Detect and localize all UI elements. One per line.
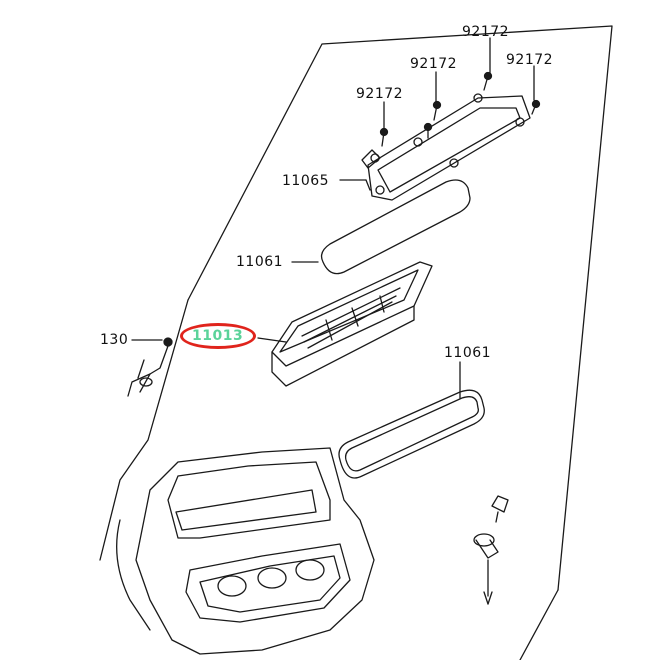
part-number-label: 92172 <box>356 86 404 102</box>
drain-plug <box>473 495 509 605</box>
air-filter-element <box>271 261 433 387</box>
assembly-frame <box>99 299 189 561</box>
part-number-label: 11061 <box>444 345 492 361</box>
part-number-label: 11065 <box>282 173 330 189</box>
highlighted-part-number: 11013 <box>192 328 244 344</box>
leader-lines <box>131 37 535 399</box>
lower-seal <box>338 389 485 479</box>
bolt-icon <box>379 71 541 147</box>
part-number-label: 92172 <box>410 56 458 72</box>
part-number-label: 92172 <box>506 52 554 68</box>
air-cleaner-cover <box>361 93 531 201</box>
highlight-ring <box>180 323 256 349</box>
part-number-label: 11061 <box>236 254 284 270</box>
cover-gasket <box>320 179 471 275</box>
assembly-frame-right <box>519 589 559 660</box>
part-number-label: 130 <box>100 332 129 348</box>
air-cleaner-housing <box>116 447 375 655</box>
screw-clip <box>127 337 173 397</box>
part-number-label: 92172 <box>462 24 510 40</box>
assembly-frame-top <box>187 25 613 591</box>
